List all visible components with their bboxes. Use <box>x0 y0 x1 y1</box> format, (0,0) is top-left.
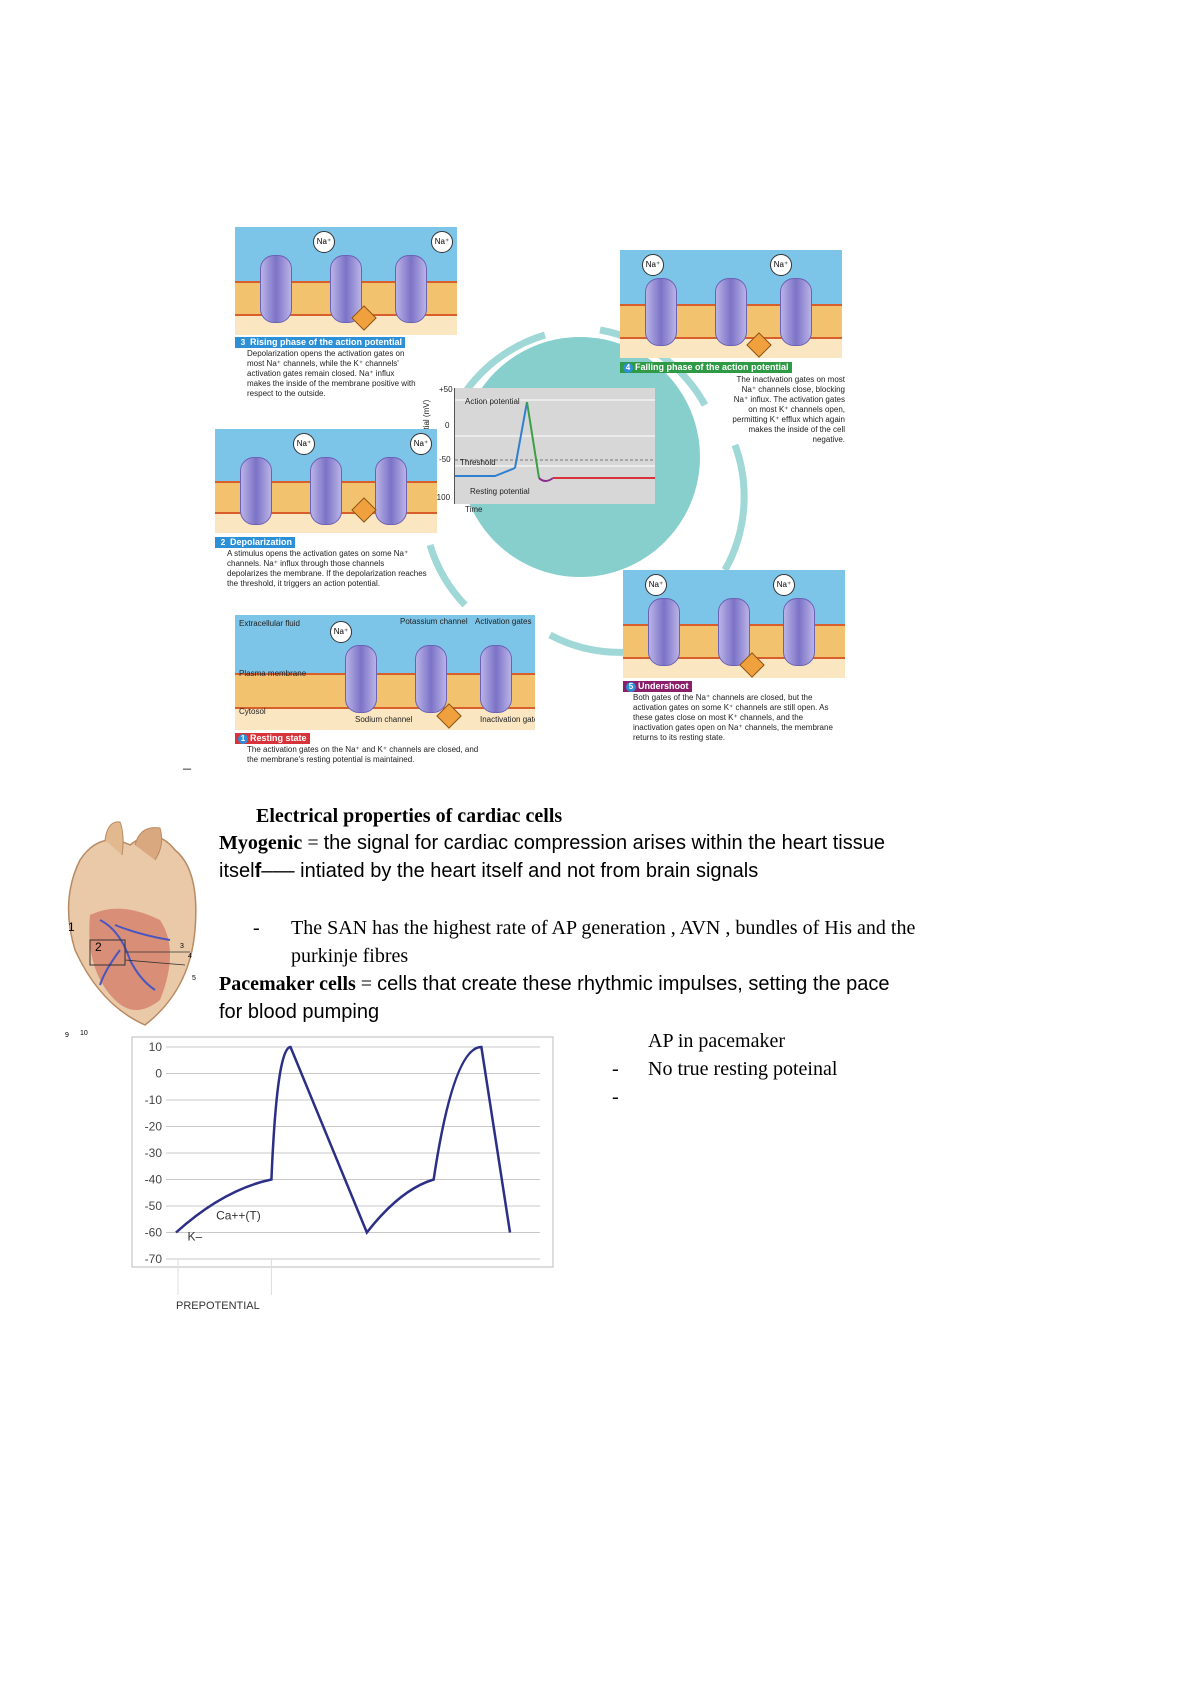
chart-annotation-k: K– <box>187 1229 202 1243</box>
myogenic-equals: = <box>302 832 324 854</box>
chart-y-tick-8: -70 <box>145 1252 163 1266</box>
right-notes-dash-2: - <box>612 1086 619 1108</box>
panel-1-text: The activation gates on the Na⁺ and K⁺ c… <box>247 745 479 764</box>
ap-graph-tick-3: -50 <box>439 455 451 464</box>
panel-depolarization: Na⁺ Na⁺ <box>215 429 437 533</box>
myogenic-definition-1: the signal for cardiac compression arise… <box>323 832 885 854</box>
heart-label-4: 4 <box>188 953 192 960</box>
panel-falling-phase: Na⁺ Na⁺ <box>620 250 842 358</box>
na-ion-icon: Na⁺ <box>410 433 432 455</box>
pacemaker-line-1: Pacemaker cells = cells that create thes… <box>219 973 890 996</box>
chart-y-tick-2: -10 <box>145 1093 163 1107</box>
panel-2-text: A stimulus opens the activation gates on… <box>227 549 427 588</box>
na-ion-icon: Na⁺ <box>330 621 352 643</box>
na-ion-icon: Na⁺ <box>773 574 795 596</box>
sodium-channel-label: Sodium channel <box>355 715 413 724</box>
extracellular-label: Extracellular fluid <box>239 619 300 628</box>
myogenic-term: Myogenic <box>219 832 303 854</box>
right-notes-title: AP in pacemaker <box>648 1030 785 1052</box>
heart-label-10: 10 <box>80 1030 88 1037</box>
panel-4-text: The inactivation gates on most Na⁺ chann… <box>732 375 845 444</box>
myogenic-def-2c: ––– intiated by the heart itself and not… <box>261 860 759 882</box>
ap-graph <box>454 388 655 504</box>
na-ion-icon: Na⁺ <box>431 231 453 253</box>
na-ion-icon: Na⁺ <box>293 433 315 455</box>
chart-y-tick-0: 10 <box>149 1040 163 1054</box>
na-ion-icon: Na⁺ <box>770 254 792 276</box>
chart-frame <box>131 1036 554 1268</box>
heart-label-3: 3 <box>180 943 184 950</box>
heart-label-5: 5 <box>192 975 196 982</box>
heart-label-2: 2 <box>95 940 102 954</box>
panel-resting-state: Na⁺ Extracellular fluid Plasma membrane … <box>235 615 535 730</box>
pacemaker-definition-1: cells that create these rhythmic impulse… <box>377 973 890 995</box>
action-potential-cycle-figure: Membrane potential (mV) +50 0 -50 -100 T… <box>215 225 855 780</box>
right-notes-item-1: No true resting poteinal <box>648 1058 838 1080</box>
chart-annotation-ca: Ca++(T) <box>216 1208 261 1222</box>
panel-5-text: Both gates of the Na⁺ channels are close… <box>633 693 833 742</box>
myogenic-def-2b: f <box>254 860 262 882</box>
pacemaker-term: Pacemaker cells <box>219 973 356 995</box>
chart-y-tick-1: 0 <box>155 1067 162 1081</box>
stray-dash: – <box>183 760 191 777</box>
san-line-1: The SAN has the highest rate of AP gener… <box>291 917 916 939</box>
na-ion-icon: Na⁺ <box>642 254 664 276</box>
pacemaker-ap-chart: 10 0 -10 -20 -30 -40 -50 -60 -70 Ca++(T) K– PREPOTE… <box>131 1036 554 1312</box>
myogenic-def-2a: itsel <box>219 860 255 882</box>
myogenic-line-1: Myogenic = the signal for cardiac compre… <box>219 832 885 855</box>
ap-graph-resting-label: Resting potential <box>470 487 530 496</box>
inactivation-gate-label: Inactivation gate <box>480 715 535 724</box>
na-ion-icon: Na⁺ <box>645 574 667 596</box>
panel-rising-phase: Na⁺ Na⁺ <box>235 227 457 335</box>
heart-label-1: 1 <box>68 920 75 934</box>
chart-y-tick-6: -50 <box>145 1199 163 1213</box>
heart-label-9: 9 <box>65 1032 69 1039</box>
ap-graph-threshold-label: Threshold <box>460 458 496 467</box>
plasma-membrane-label: Plasma membrane <box>239 669 307 678</box>
ap-graph-tick-4: -100 <box>434 493 451 502</box>
ap-graph-action-label: Action potential <box>465 397 520 406</box>
panel-3-text: Depolarization opens the activation gate… <box>247 349 416 398</box>
chart-y-tick-4: -30 <box>145 1146 163 1160</box>
ap-graph-tick-2: 0 <box>445 421 450 430</box>
chart-xlabel: PREPOTENTIAL <box>176 1300 260 1312</box>
chart-y-tick-3: -20 <box>145 1120 163 1134</box>
heart-conduction-illustration <box>67 821 197 1026</box>
cytosol-label: Cytosol <box>239 707 266 716</box>
myogenic-line-2: itself––– intiated by the heart itself a… <box>219 860 758 883</box>
activation-gates-label: Activation gates <box>475 617 532 626</box>
ap-graph-xlabel: Time <box>465 505 483 514</box>
chart-y-tick-7: -60 <box>145 1226 163 1240</box>
section-heading: Electrical properties of cardiac cells <box>256 805 563 827</box>
pacemaker-equals: = <box>355 973 378 995</box>
panel-undershoot: Na⁺ Na⁺ <box>623 570 845 678</box>
bullet-dash: - <box>253 917 260 939</box>
potassium-channel-label: Potassium channel <box>400 617 468 626</box>
san-line-2: purkinje fibres <box>291 945 409 967</box>
pacemaker-line-2: for blood pumping <box>219 1001 380 1023</box>
ap-graph-tick-1: +50 <box>439 385 453 394</box>
right-notes-dash-1: - <box>612 1058 619 1080</box>
chart-y-tick-5: -40 <box>145 1173 163 1187</box>
na-ion-icon: Na⁺ <box>313 231 335 253</box>
